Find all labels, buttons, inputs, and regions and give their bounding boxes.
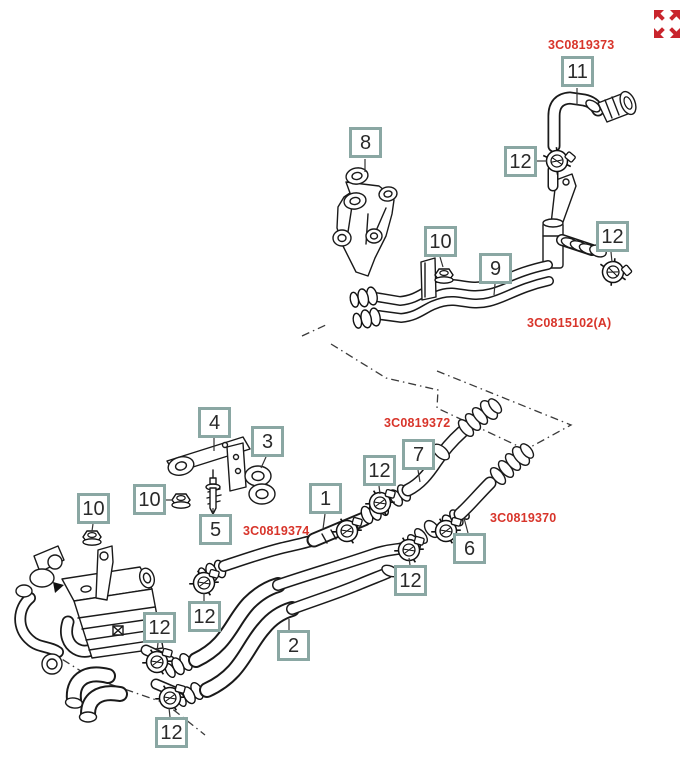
part-number-3C0815102A: 3C0815102(A) — [527, 316, 612, 330]
callout-box-12[interactable]: 12 — [155, 717, 188, 748]
clip-5 — [205, 477, 222, 515]
callout-box-12[interactable]: 12 — [504, 146, 537, 177]
rubber-mounts-3 — [244, 465, 276, 505]
expand-fullscreen-icon[interactable] — [646, 6, 688, 42]
callout-box-1[interactable]: 1 — [309, 483, 342, 514]
callout-box-10[interactable]: 10 — [133, 484, 166, 515]
callout-box-8[interactable]: 8 — [349, 127, 382, 158]
part-number-3C0819372: 3C0819372 — [384, 416, 451, 430]
callout-box-12[interactable]: 12 — [188, 601, 221, 632]
callout-box-10[interactable]: 10 — [77, 493, 110, 524]
hose-7 — [401, 398, 503, 497]
callout-box-3[interactable]: 3 — [251, 426, 284, 457]
callout-box-7[interactable]: 7 — [402, 439, 435, 470]
hose-6 — [439, 443, 535, 534]
callout-box-2[interactable]: 2 — [277, 630, 310, 661]
callout-box-12[interactable]: 12 — [394, 565, 427, 596]
callout-box-5[interactable]: 5 — [199, 514, 232, 545]
callout-box-4[interactable]: 4 — [198, 407, 231, 438]
callout-box-6[interactable]: 6 — [453, 533, 486, 564]
callout-box-10[interactable]: 10 — [424, 226, 457, 257]
hose-11 — [547, 90, 637, 153]
nut-10-bracket — [171, 493, 191, 509]
bracket-4 — [166, 436, 251, 492]
pipe-assembly-9 — [347, 164, 607, 332]
nut-10-cooler — [82, 530, 102, 546]
callout-box-12[interactable]: 12 — [596, 221, 629, 252]
callout-leader-lines — [91, 88, 613, 718]
part-number-3C0819370: 3C0819370 — [490, 511, 557, 525]
part-number-3C0819373: 3C0819373 — [548, 38, 615, 52]
callout-box-12[interactable]: 12 — [363, 455, 396, 486]
callout-box-11[interactable]: 11 — [561, 56, 594, 87]
callout-box-12[interactable]: 12 — [143, 612, 176, 643]
callout-box-9[interactable]: 9 — [479, 253, 512, 284]
bracket-8 — [332, 167, 398, 277]
part-number-3C0819374: 3C0819374 — [243, 524, 310, 538]
